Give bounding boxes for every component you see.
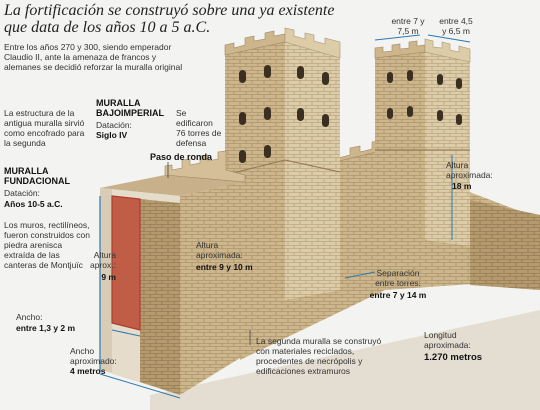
- muralla-fundacional-title: MURALLA FUNDACIONAL: [4, 166, 70, 186]
- towers-note: Se edificaron 76 torres de defensa: [176, 108, 222, 148]
- tower-height-label: Altura aproximada:: [446, 160, 493, 180]
- ground: [150, 310, 540, 410]
- stone-note: Los muros, rectilíneos, fueron construid…: [4, 220, 90, 270]
- tower1-dim-line: [374, 34, 421, 41]
- second-wall-note: La segunda muralla se construyó con mate…: [256, 336, 382, 376]
- paso-ronda-label: Paso de ronda: [150, 152, 213, 162]
- cutaway-wall: [100, 150, 246, 395]
- page-title: La fortificación se construyó sobre una …: [4, 2, 335, 36]
- structure-note: La estructura de la antigua muralla sirv…: [4, 108, 85, 148]
- tower-right: [374, 38, 471, 246]
- separation-label: Separación entre torres:: [375, 268, 421, 288]
- fundacional-dating-value: Años 10-5 a.C.: [4, 199, 63, 209]
- separation-value: entre 7 y 14 m: [369, 290, 427, 300]
- inner-width-value: entre 1,3 y 2 m: [16, 323, 76, 333]
- length-label: Longitud aproximada:: [424, 330, 471, 350]
- fundacional-dating-label: Datación:: [4, 188, 40, 198]
- wall-height-value: entre 9 y 10 m: [196, 262, 253, 272]
- inner-height-label: Altura aprox.:: [90, 250, 116, 270]
- tower1-dim-label: entre 7 y 7,5 m: [391, 16, 425, 36]
- separation-line: [344, 271, 376, 279]
- length-value: 1.270 metros: [424, 352, 483, 363]
- bajoimperial-dating-label: Datación:: [96, 120, 132, 130]
- bajoimperial-dating-value: Siglo IV: [96, 130, 128, 140]
- muralla-bajoimperial-title: MURALLA BAJOIMPERIAL: [96, 98, 165, 118]
- intro-text: Entre los años 270 y 300, siendo emperad…: [4, 42, 183, 72]
- total-width-label: Ancho aproximado:: [70, 346, 117, 366]
- wall-height-label: Altura aproximada:: [196, 240, 243, 260]
- total-width-value: 4 metros: [70, 366, 106, 376]
- width-total-line: [99, 373, 181, 399]
- tower2-dim-line: [427, 34, 471, 43]
- inner-width-label: Ancho:: [16, 312, 43, 322]
- width-inner-line: [111, 329, 141, 337]
- right-wall: [470, 200, 540, 290]
- tower2-dim-label: entre 4,5 y 6,5 m: [439, 16, 473, 36]
- inner-height-value: 9 m: [101, 272, 116, 282]
- tower-height-value: 18 m: [452, 181, 472, 191]
